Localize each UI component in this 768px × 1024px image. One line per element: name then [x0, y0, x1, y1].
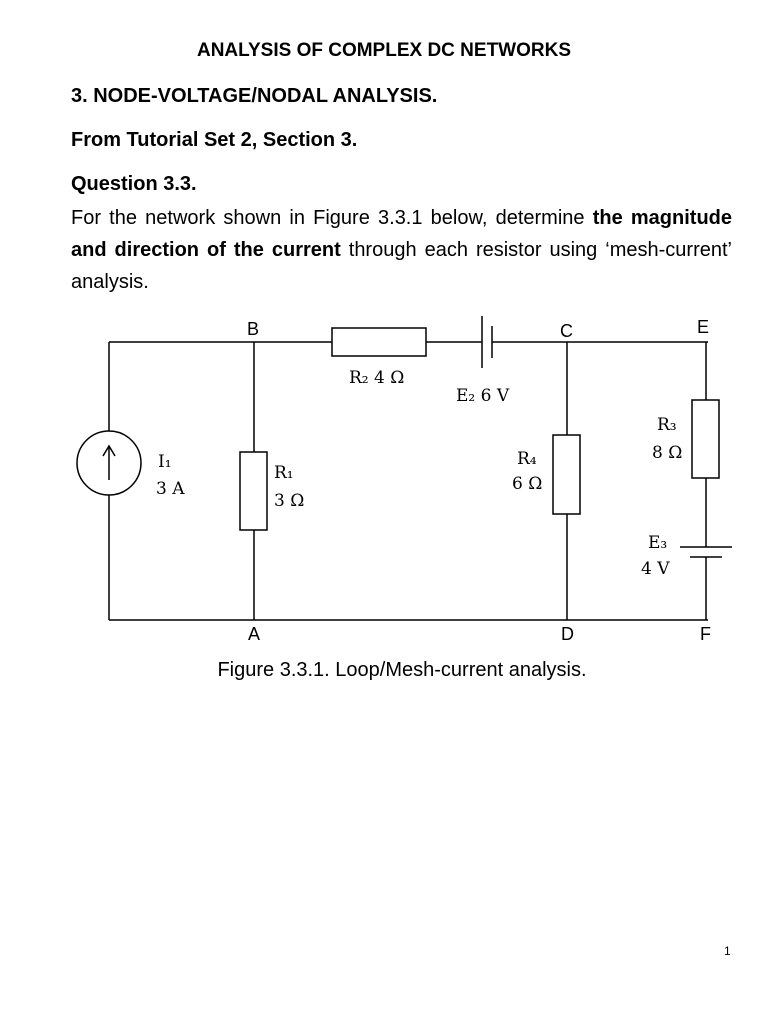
- question-text-part2: through each resistor using ‘mesh-curren…: [71, 239, 732, 293]
- node-label-a: A: [248, 624, 260, 644]
- label-e2: E₂ 6 V: [456, 386, 510, 406]
- label-e3-value: 4 V: [641, 559, 670, 579]
- section-heading: 3. NODE-VOLTAGE/NODAL ANALYSIS.: [71, 85, 438, 107]
- label-r4-value: 6 Ω: [512, 474, 542, 494]
- node-label-f: F: [700, 624, 711, 644]
- node-label-d: D: [561, 624, 574, 644]
- circuit-diagram: B C E A D F I₁ 3 A R₁ 3 Ω R₂ 4 Ω E₂ 6 V …: [76, 316, 732, 644]
- question-heading: Question 3.3.: [71, 173, 197, 195]
- resistor-r3: [691, 399, 720, 479]
- page-number: 1: [724, 944, 731, 958]
- node-label-e: E: [697, 317, 709, 337]
- figure-caption: Figure 3.3.1. Loop/Mesh-current analysis…: [217, 659, 587, 681]
- resistor-r4: [552, 434, 581, 515]
- node-label-c: C: [560, 321, 573, 341]
- label-e3-name: E₃: [648, 533, 667, 553]
- label-r1-value: 3 Ω: [274, 491, 304, 511]
- question-text-bold: the magnitude and direction of the curre…: [71, 207, 733, 261]
- label-r1-name: R₁: [274, 463, 294, 483]
- node-label-b: B: [247, 319, 259, 339]
- resistor-r2: [331, 327, 427, 357]
- label-i1-name: I₁: [158, 452, 172, 472]
- source-heading: From Tutorial Set 2, Section 3.: [71, 129, 358, 151]
- question-text: For the network shown in Figure 3.3.1 be…: [71, 202, 732, 298]
- label-r2: R₂ 4 Ω: [349, 368, 404, 388]
- label-i1-value: 3 A: [156, 479, 185, 499]
- question-text-part1: For the network shown in Figure 3.3.1 be…: [71, 207, 593, 229]
- label-r4-name: R₄: [517, 449, 537, 469]
- resistor-r1: [239, 451, 268, 531]
- label-r3-value: 8 Ω: [652, 443, 682, 463]
- source-arrow-head: [102, 444, 116, 457]
- label-r3-name: R₃: [657, 415, 677, 435]
- document-title: ANALYSIS OF COMPLEX DC NETWORKS: [196, 40, 572, 61]
